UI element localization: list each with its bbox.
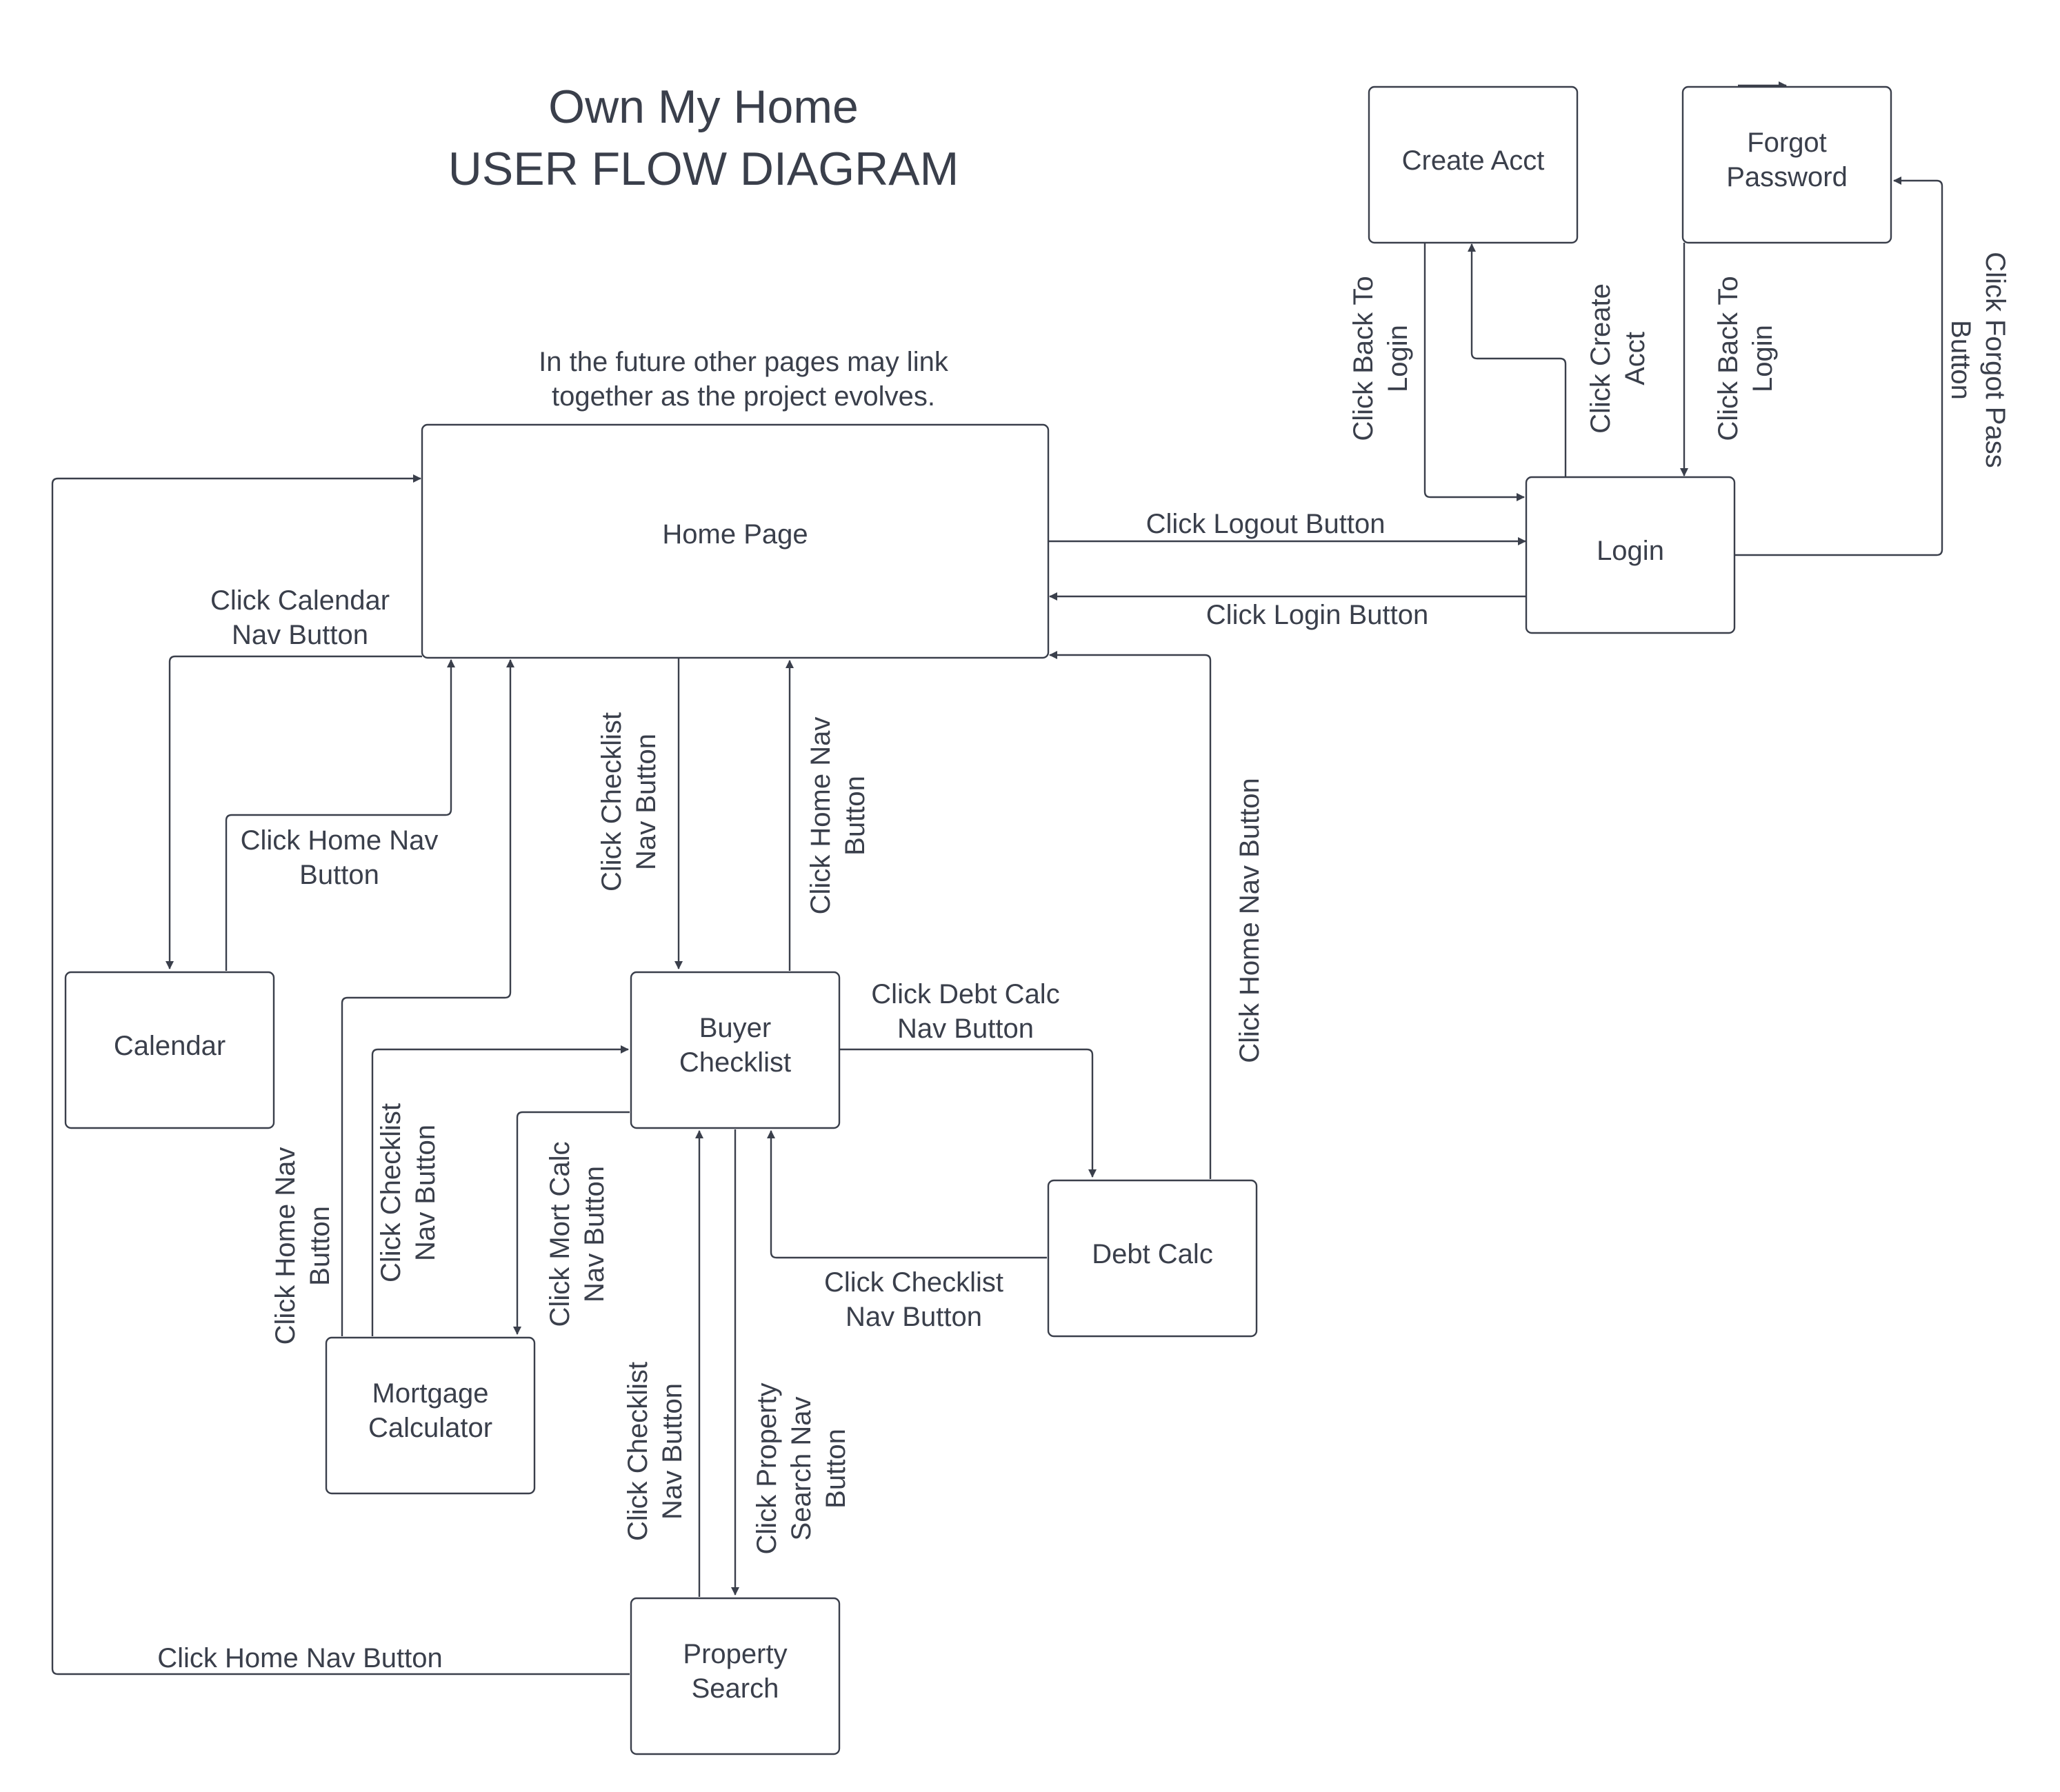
label-property-search-nav: Click Property xyxy=(752,1383,782,1555)
edge-home-from-calendar xyxy=(225,659,455,971)
label-checklist-from-home: Nav Button xyxy=(631,734,661,870)
edge-home-from-debt xyxy=(1049,651,1212,1179)
edge-calendar-nav xyxy=(166,655,422,969)
node-label: Home Page xyxy=(662,519,808,550)
label-forgot-pass: Button xyxy=(1946,320,1976,400)
label-mort-calc-nav: Nav Button xyxy=(579,1166,610,1302)
node-label: Search xyxy=(692,1673,779,1704)
label-back-to-login-create: Click Back To xyxy=(1348,276,1379,441)
edge-create-acct xyxy=(1468,243,1567,477)
label-back-to-login-forgot: Click Back To xyxy=(1713,276,1743,441)
edge-checklist-from-debt xyxy=(767,1130,1047,1259)
label-home-from-mortgage: Click Home Nav xyxy=(270,1147,301,1345)
edge-mort-calc-nav xyxy=(513,1111,630,1335)
label-checklist-from-debt: Click Checklist xyxy=(824,1267,1003,1298)
label-property-search-nav: Button xyxy=(821,1429,851,1509)
node-label: Calculator xyxy=(368,1413,492,1443)
label-create-acct: Click Create xyxy=(1586,283,1616,434)
node-home-page: Home Page xyxy=(421,423,1050,659)
label-back-to-login-forgot: Login xyxy=(1748,325,1778,392)
label-checklist-from-debt: Nav Button xyxy=(846,1302,982,1332)
label-home-from-property: Click Home Nav Button xyxy=(157,1643,442,1673)
label-home-from-mortgage: Button xyxy=(305,1206,335,1286)
label-debt-calc-nav: Click Debt Calc xyxy=(871,979,1059,1009)
label-logout: Click Logout Button xyxy=(1146,509,1386,539)
node-label: Property xyxy=(683,1639,787,1669)
future-note-line1: In the future other pages may link xyxy=(539,347,949,377)
label-checklist-from-mortgage: Nav Button xyxy=(410,1125,441,1261)
future-note-line2: together as the project evolves. xyxy=(552,381,935,412)
label-home-from-calendar: Click Home Nav xyxy=(241,825,439,856)
node-label: Mortgage xyxy=(372,1378,489,1409)
label-debt-calc-nav: Nav Button xyxy=(897,1014,1034,1044)
edge-forgot-pass xyxy=(1734,177,1943,556)
node-login: Login xyxy=(1525,476,1736,634)
label-create-acct: Acct xyxy=(1620,332,1650,385)
edge-home-from-property xyxy=(51,474,630,1675)
label-mort-calc-nav: Click Mort Calc xyxy=(545,1142,575,1327)
node-label: Calendar xyxy=(114,1031,226,1061)
label-back-to-login-create: Login xyxy=(1383,325,1413,392)
edge-debt-calc-nav xyxy=(838,1048,1097,1178)
node-property-search: Property Search xyxy=(630,1597,841,1755)
node-label: Create Acct xyxy=(1402,145,1545,176)
label-home-from-checklist: Button xyxy=(840,776,870,856)
edge-back-to-login-create xyxy=(1423,243,1525,501)
label-calendar-nav: Click Calendar xyxy=(210,585,390,616)
node-label: Debt Calc xyxy=(1092,1239,1213,1269)
node-label: Password xyxy=(1726,162,1848,192)
node-label: Login xyxy=(1597,536,1664,566)
label-home-from-debt: Click Home Nav Button xyxy=(1234,778,1265,1063)
node-buyer-checklist: Buyer Checklist xyxy=(630,971,841,1129)
node-forgot-password: Forgot Password xyxy=(1681,85,1892,244)
label-home-from-calendar: Button xyxy=(299,860,379,890)
diagram-title-line1: Own My Home xyxy=(548,81,859,133)
label-forgot-pass: Click Forgot Pass xyxy=(1980,252,2010,467)
edge-checklist-from-mortgage xyxy=(371,1045,629,1336)
label-checklist-from-property: Nav Button xyxy=(657,1383,688,1520)
node-label: Checklist xyxy=(679,1047,791,1078)
label-checklist-from-home: Click Checklist xyxy=(597,712,627,892)
node-mortgage-calculator: Mortgage Calculator xyxy=(325,1336,536,1495)
node-create-acct: Create Acct xyxy=(1368,85,1579,244)
label-checklist-from-property: Click Checklist xyxy=(623,1362,653,1541)
node-debt-calc: Debt Calc xyxy=(1047,1179,1258,1338)
diagram-title-line2: USER FLOW DIAGRAM xyxy=(448,143,959,195)
label-checklist-from-mortgage: Click Checklist xyxy=(376,1103,406,1282)
label-property-search-nav: Search Nav xyxy=(786,1397,817,1541)
edge-home-from-mortgage xyxy=(341,659,514,1336)
label-login: Click Login Button xyxy=(1206,600,1428,630)
node-label: Buyer xyxy=(699,1013,772,1043)
node-calendar: Calendar xyxy=(64,971,275,1129)
label-home-from-checklist: Click Home Nav xyxy=(806,717,836,915)
node-label: Forgot xyxy=(1747,128,1827,158)
label-calendar-nav: Nav Button xyxy=(232,620,368,650)
